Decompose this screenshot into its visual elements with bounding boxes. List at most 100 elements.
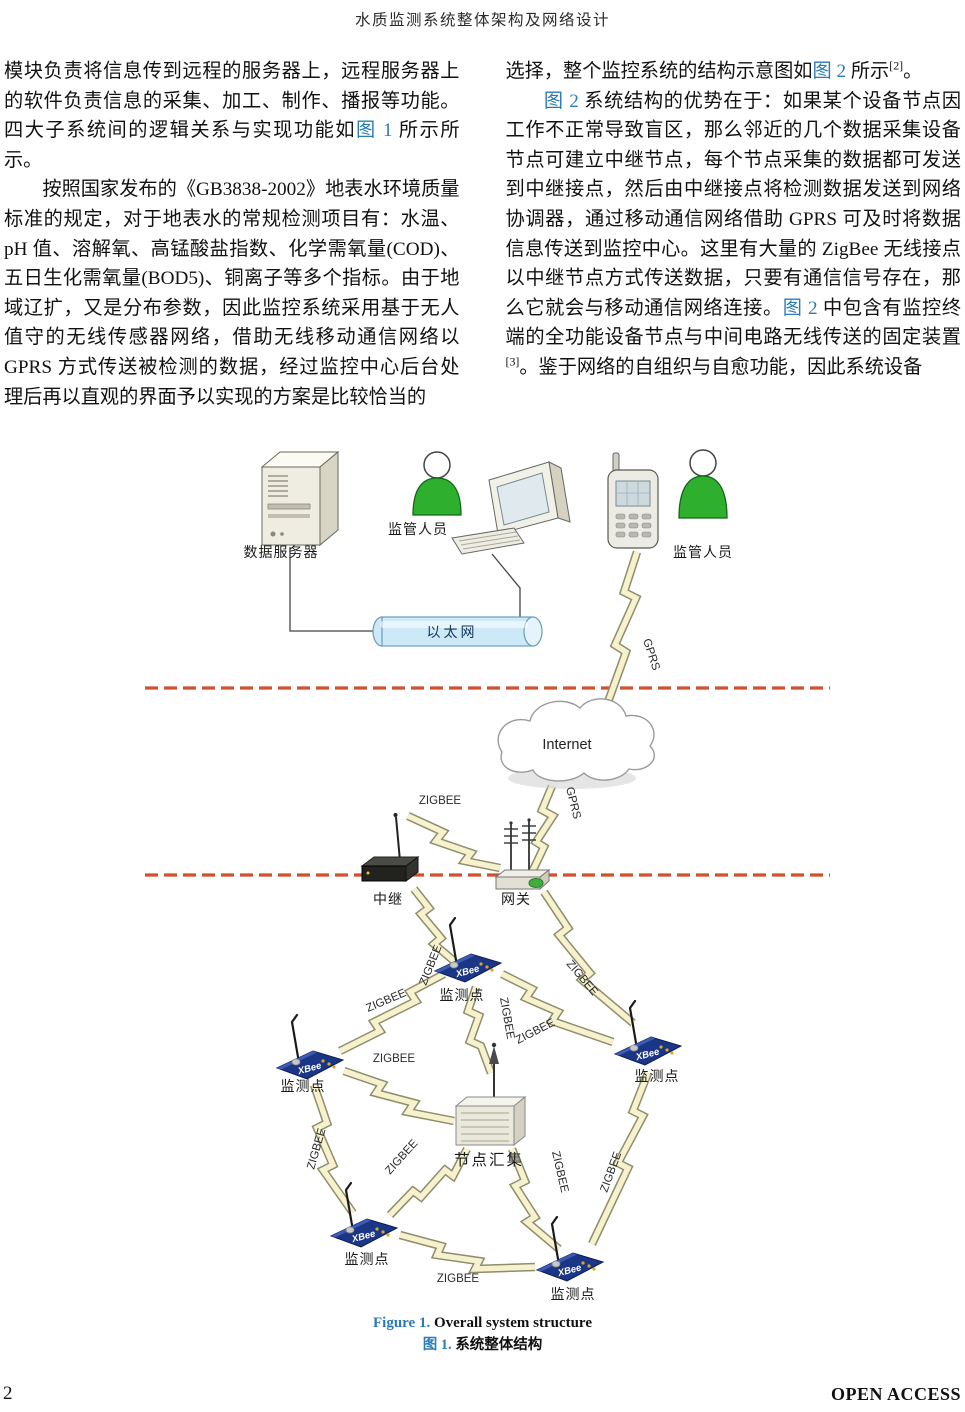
gateway-indicator xyxy=(528,878,544,888)
relay-antenna xyxy=(395,816,401,862)
server-vents xyxy=(268,475,288,497)
text-run: 所示 xyxy=(846,61,890,82)
monitor-point-bottom-left: 监测点 xyxy=(329,1181,399,1268)
internet-label: Internet xyxy=(542,737,591,753)
ethernet-bus: 以太网 xyxy=(372,616,543,647)
node-hub: 节点汇集 xyxy=(454,1042,527,1169)
zigbee-link-relay-gateway xyxy=(406,812,501,873)
monitor-point-label: 监测点 xyxy=(440,988,485,1004)
left-column: 模块负责将信息传到远程的服务器上，远程服务器上的软件负责信息的采集、加工、制作、… xyxy=(4,57,460,412)
server-drive-slot xyxy=(268,514,310,518)
server-drive-slot xyxy=(267,503,311,510)
wired-connections xyxy=(289,547,521,632)
server-led xyxy=(280,532,284,536)
figure-1-diagram: XBee xyxy=(145,449,830,1303)
zigbee-label: ZIGBEE xyxy=(514,1017,557,1047)
data-server: 数据服务器 xyxy=(244,450,340,561)
monitor-point-label: 监测点 xyxy=(551,1287,596,1303)
zigbee-label: ZIGBEE xyxy=(497,996,516,1040)
gateway-antenna-bars xyxy=(504,825,536,844)
monitor-point-left: 监测点 xyxy=(275,1013,345,1095)
internet-cloud: Internet xyxy=(497,698,655,789)
figure-1-reference[interactable]: 图 1 xyxy=(355,120,393,142)
zigbee-link-bottomleft-bottomright xyxy=(398,1230,536,1274)
caption-text: 系统整体结构 xyxy=(451,1337,543,1353)
supervisor-label: 监管人员 xyxy=(673,545,733,561)
xbee-module xyxy=(535,1215,605,1283)
figure-caption: Figure 1. Overall system structure 图 1. … xyxy=(0,1312,965,1356)
monitor-point-label: 监测点 xyxy=(635,1069,680,1085)
zigbee-link-bottomleft-hub xyxy=(386,1147,471,1218)
monitor-point-top: 监测点 xyxy=(433,916,503,1004)
hub-grille xyxy=(461,1112,509,1142)
gateway-label: 网关 xyxy=(501,892,531,908)
zigbee-link-gateway-right xyxy=(540,889,636,1027)
gprs-label: GPRS xyxy=(640,637,662,672)
phone-keypad xyxy=(615,513,652,538)
text-run: 按照国家发布的《GB3838-2002》地表水环境质量标准的规定，对于地表水的常… xyxy=(4,179,460,408)
node-hub-label: 节点汇集 xyxy=(454,1151,524,1169)
zigbee-link-right-bottomright xyxy=(588,1071,652,1246)
xbee-module xyxy=(613,999,683,1067)
zigbee-link-relay-top xyxy=(410,886,457,965)
figure-1: XBee xyxy=(0,440,965,1315)
figure-2-reference[interactable]: 图 2 xyxy=(782,297,818,319)
zigbee-label: ZIGBEE xyxy=(549,1150,570,1194)
hub-antenna-cone xyxy=(489,1046,499,1064)
phone-screen xyxy=(615,480,651,507)
zigbee-label: ZIGBEE xyxy=(419,795,462,807)
citation-2: [2] xyxy=(889,58,904,73)
running-head-title: 水质监测系统整体架构及网络设计 xyxy=(354,12,610,29)
relay-device: 中继 xyxy=(360,813,420,908)
figure-2-reference[interactable]: 图 2 xyxy=(812,61,847,82)
paragraph: 图 2 系统结构的优势在于：如果某个设备节点因工作不正常导致盲区，那么邻近的几个… xyxy=(506,87,962,383)
caption-chinese: 图 1. 系统整体结构 xyxy=(0,1334,965,1356)
zigbee-label: ZIGBEE xyxy=(383,1137,420,1177)
gateway-device: 网关 xyxy=(494,818,551,908)
server-power-button xyxy=(270,531,276,537)
monitor-screen xyxy=(496,472,550,526)
gprs-label: GPRS xyxy=(563,786,583,821)
text-run: 模块负责将信息传到远程的服务器上，远程服务器上的软件负责信息的采集、加工、制作、… xyxy=(4,61,460,142)
relay-label: 中继 xyxy=(373,892,403,908)
text-run: 中包含有监控终端的全功能设备节点与中间电路无线传送的固定装置 xyxy=(505,297,962,349)
server-label: 数据服务器 xyxy=(244,545,319,561)
citation-3: [3] xyxy=(505,354,520,369)
zigbee-link-top-hub xyxy=(462,985,495,1075)
text-run: 。鉴于网络的自组织与自愈功能，因此系统设备 xyxy=(519,356,923,378)
monitor-point-bottom-right: 监测点 xyxy=(535,1215,605,1303)
caption-english: Figure 1. Overall system structure xyxy=(0,1312,965,1334)
figure-2-reference[interactable]: 图 2 xyxy=(543,90,579,112)
wireless-links xyxy=(309,550,652,1274)
paragraph: 模块负责将信息传到远程的服务器上，远程服务器上的软件负责信息的采集、加工、制作、… xyxy=(4,57,460,175)
supervisor-2: 监管人员 xyxy=(673,449,733,561)
caption-figure-number: Figure 1. xyxy=(373,1315,431,1331)
zigbee-link-left-bottomleft xyxy=(309,1083,357,1216)
body-text: 模块负责将信息传到远程的服务器上，远程服务器上的软件负责信息的采集、加工、制作、… xyxy=(4,57,961,412)
zigbee-label: ZIGBEE xyxy=(373,1053,416,1065)
page-number: 2 xyxy=(3,1383,13,1404)
monitor-point-label: 监测点 xyxy=(345,1252,390,1268)
person-body xyxy=(678,475,728,519)
right-column: 选择，整个监控系统的结构示意图如图 2 所示[2]。 图 2 系统结构的优势在于… xyxy=(506,57,962,412)
relay-led xyxy=(366,871,370,875)
mobile-phone xyxy=(607,452,659,549)
open-access-label: OPEN ACCESS xyxy=(830,1384,961,1404)
supervisor-label: 监管人员 xyxy=(388,522,448,538)
zigbee-link-top-right xyxy=(500,970,615,1047)
text-run: 所示所示。 xyxy=(4,120,460,171)
paragraph: 选择，整个监控系统的结构示意图如图 2 所示[2]。 xyxy=(506,57,962,87)
person-head xyxy=(423,451,451,479)
zigbee-link-top-left xyxy=(338,970,446,1055)
zigbee-link-left-hub xyxy=(342,1066,455,1126)
desktop-monitor xyxy=(451,461,571,555)
caption-figure-number: 图 1. xyxy=(422,1337,452,1353)
text-run: 系统结构的优势在于：如果某个设备节点因工作不正常导致盲区，那么邻近的几个数据采集… xyxy=(505,90,962,319)
zigbee-label: ZIGBEE xyxy=(437,1273,480,1285)
text-run: 选择，整个监控系统的结构示意图如 xyxy=(505,61,813,82)
monitor-point-right: 监测点 xyxy=(613,999,683,1085)
keyboard-keys xyxy=(458,531,521,550)
supervisor-1: 监管人员 xyxy=(388,451,462,538)
monitor-point-label: 监测点 xyxy=(281,1079,326,1095)
